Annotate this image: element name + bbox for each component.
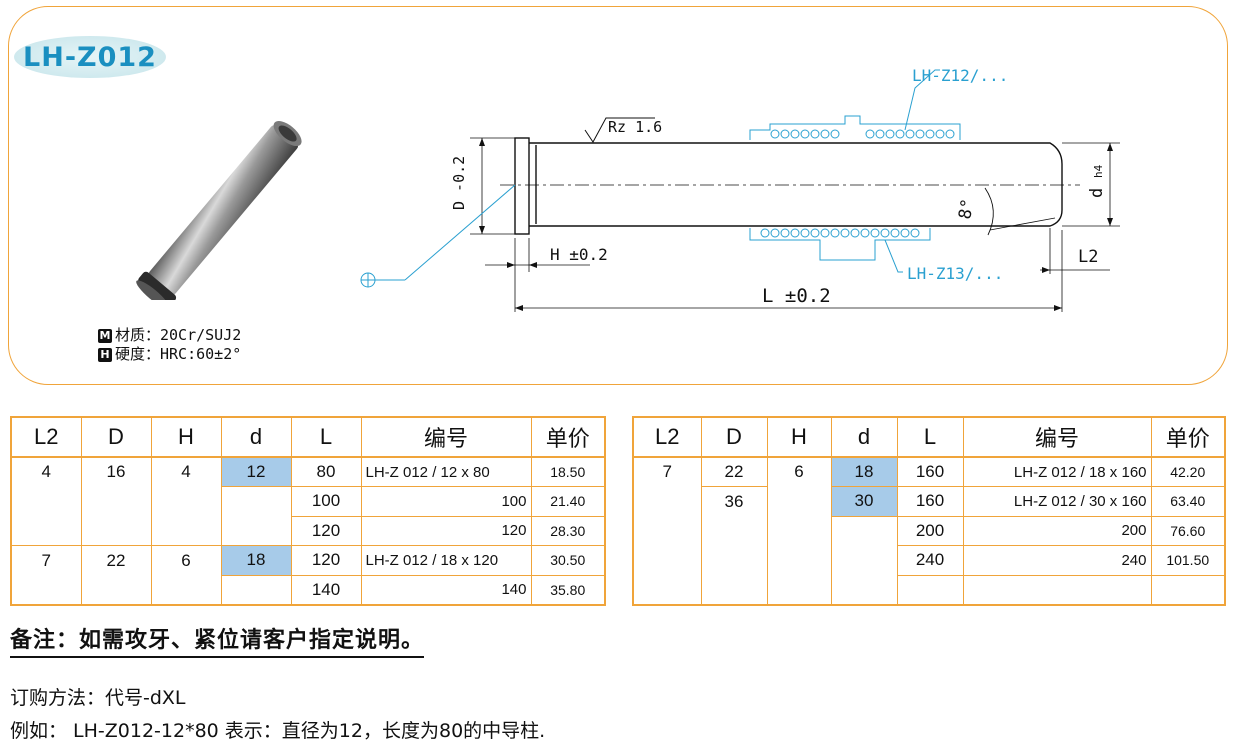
roughness-label: Rz 1.6 (608, 118, 662, 136)
table-row: 100 100 21.40 (10, 486, 606, 517)
bushing-top (749, 115, 961, 140)
col-L: L (896, 416, 964, 458)
table-row (632, 574, 1226, 605)
l2-dimension-label: L2 (1078, 247, 1098, 267)
material-marker: M (98, 328, 112, 343)
col-d: d (830, 416, 898, 458)
table-row: 36 30 160 LH-Z 012 / 30 x 160 63.40 (632, 486, 1226, 517)
table-row: 120 120 28.30 (10, 515, 606, 546)
order-method: 订购方法：代号-dXL (10, 687, 186, 709)
col-price: 单价 (1150, 416, 1226, 458)
d-major-label: D -0.2 (450, 156, 468, 210)
col-H: H (150, 416, 222, 458)
col-code: 编号 (962, 416, 1152, 458)
bushing-top-label: LH-Z12/... (912, 66, 1008, 85)
table-row: 7 22 6 18 120 LH-Z 012 / 18 x 120 30.50 (10, 545, 606, 576)
guide-pin-photo (136, 120, 302, 300)
product-code-badge: LH-Z012 (14, 36, 166, 78)
col-code: 编号 (360, 416, 532, 458)
h-dimension-label: H ±0.2 (550, 245, 608, 264)
hardness-text: 硬度：HRC:60±2° (115, 345, 242, 363)
col-l2: L2 (10, 416, 82, 458)
d-minor-label: d (1087, 188, 1107, 198)
hardness-marker: H (98, 347, 112, 362)
table-header-row: L2 D H d L 编号 单价 (10, 416, 606, 458)
ball-row-bottom (760, 228, 920, 238)
col-price: 单价 (530, 416, 606, 458)
table-row: 240 240 101.50 (632, 545, 1226, 576)
table-row: 200 200 76.60 (632, 515, 1226, 546)
spec-table-1: L2 D H d L 编号 单价 4 16 4 12 80 LH-Z 012 /… (10, 416, 606, 606)
col-D: D (80, 416, 152, 458)
table-row: 140 140 35.80 (10, 574, 606, 605)
table-row: 7 22 6 18 160 LH-Z 012 / 18 x 160 42.20 (632, 456, 1226, 487)
bushing-bottom-label: LH-Z13/... (907, 264, 1003, 283)
ball-row-top (770, 129, 955, 139)
col-l2: L2 (632, 416, 702, 458)
pin-head (514, 137, 530, 235)
col-H: H (766, 416, 832, 458)
bushing-bottom (749, 228, 931, 261)
table-row: 4 16 4 12 80 LH-Z 012 / 12 x 80 18.50 (10, 456, 606, 487)
d-fit-label: h4 (1092, 164, 1105, 178)
col-d: d (220, 416, 292, 458)
technical-drawing: LH-Z12/... LH-Z13/... Rz 1.6 D -0.2 d h4… (360, 66, 1120, 312)
table-header-row: L2 D H d L 编号 单价 (632, 416, 1226, 458)
product-panel (8, 6, 1228, 385)
col-D: D (700, 416, 768, 458)
material-info: M 材质：20Cr/SUJ2 H 硬度：HRC:60±2° (98, 326, 241, 364)
l-dimension-label: L ±0.2 (762, 285, 831, 307)
spec-table-2: L2 D H d L 编号 单价 7 22 6 18 160 LH-Z 012 … (632, 416, 1226, 606)
order-example: 例如： LH-Z012-12*80 表示：直径为12，长度为80的中导柱. (10, 720, 546, 742)
chamfer-angle-label: 8° (955, 197, 978, 221)
remark-note: 备注：如需攻牙、紧位请客户指定说明。 (10, 622, 425, 658)
col-L: L (290, 416, 362, 458)
pin-body (529, 142, 1063, 227)
hardness-row: H 硬度：HRC:60±2° (98, 345, 241, 364)
material-row: M 材质：20Cr/SUJ2 (98, 326, 241, 345)
material-text: 材质：20Cr/SUJ2 (115, 326, 242, 344)
